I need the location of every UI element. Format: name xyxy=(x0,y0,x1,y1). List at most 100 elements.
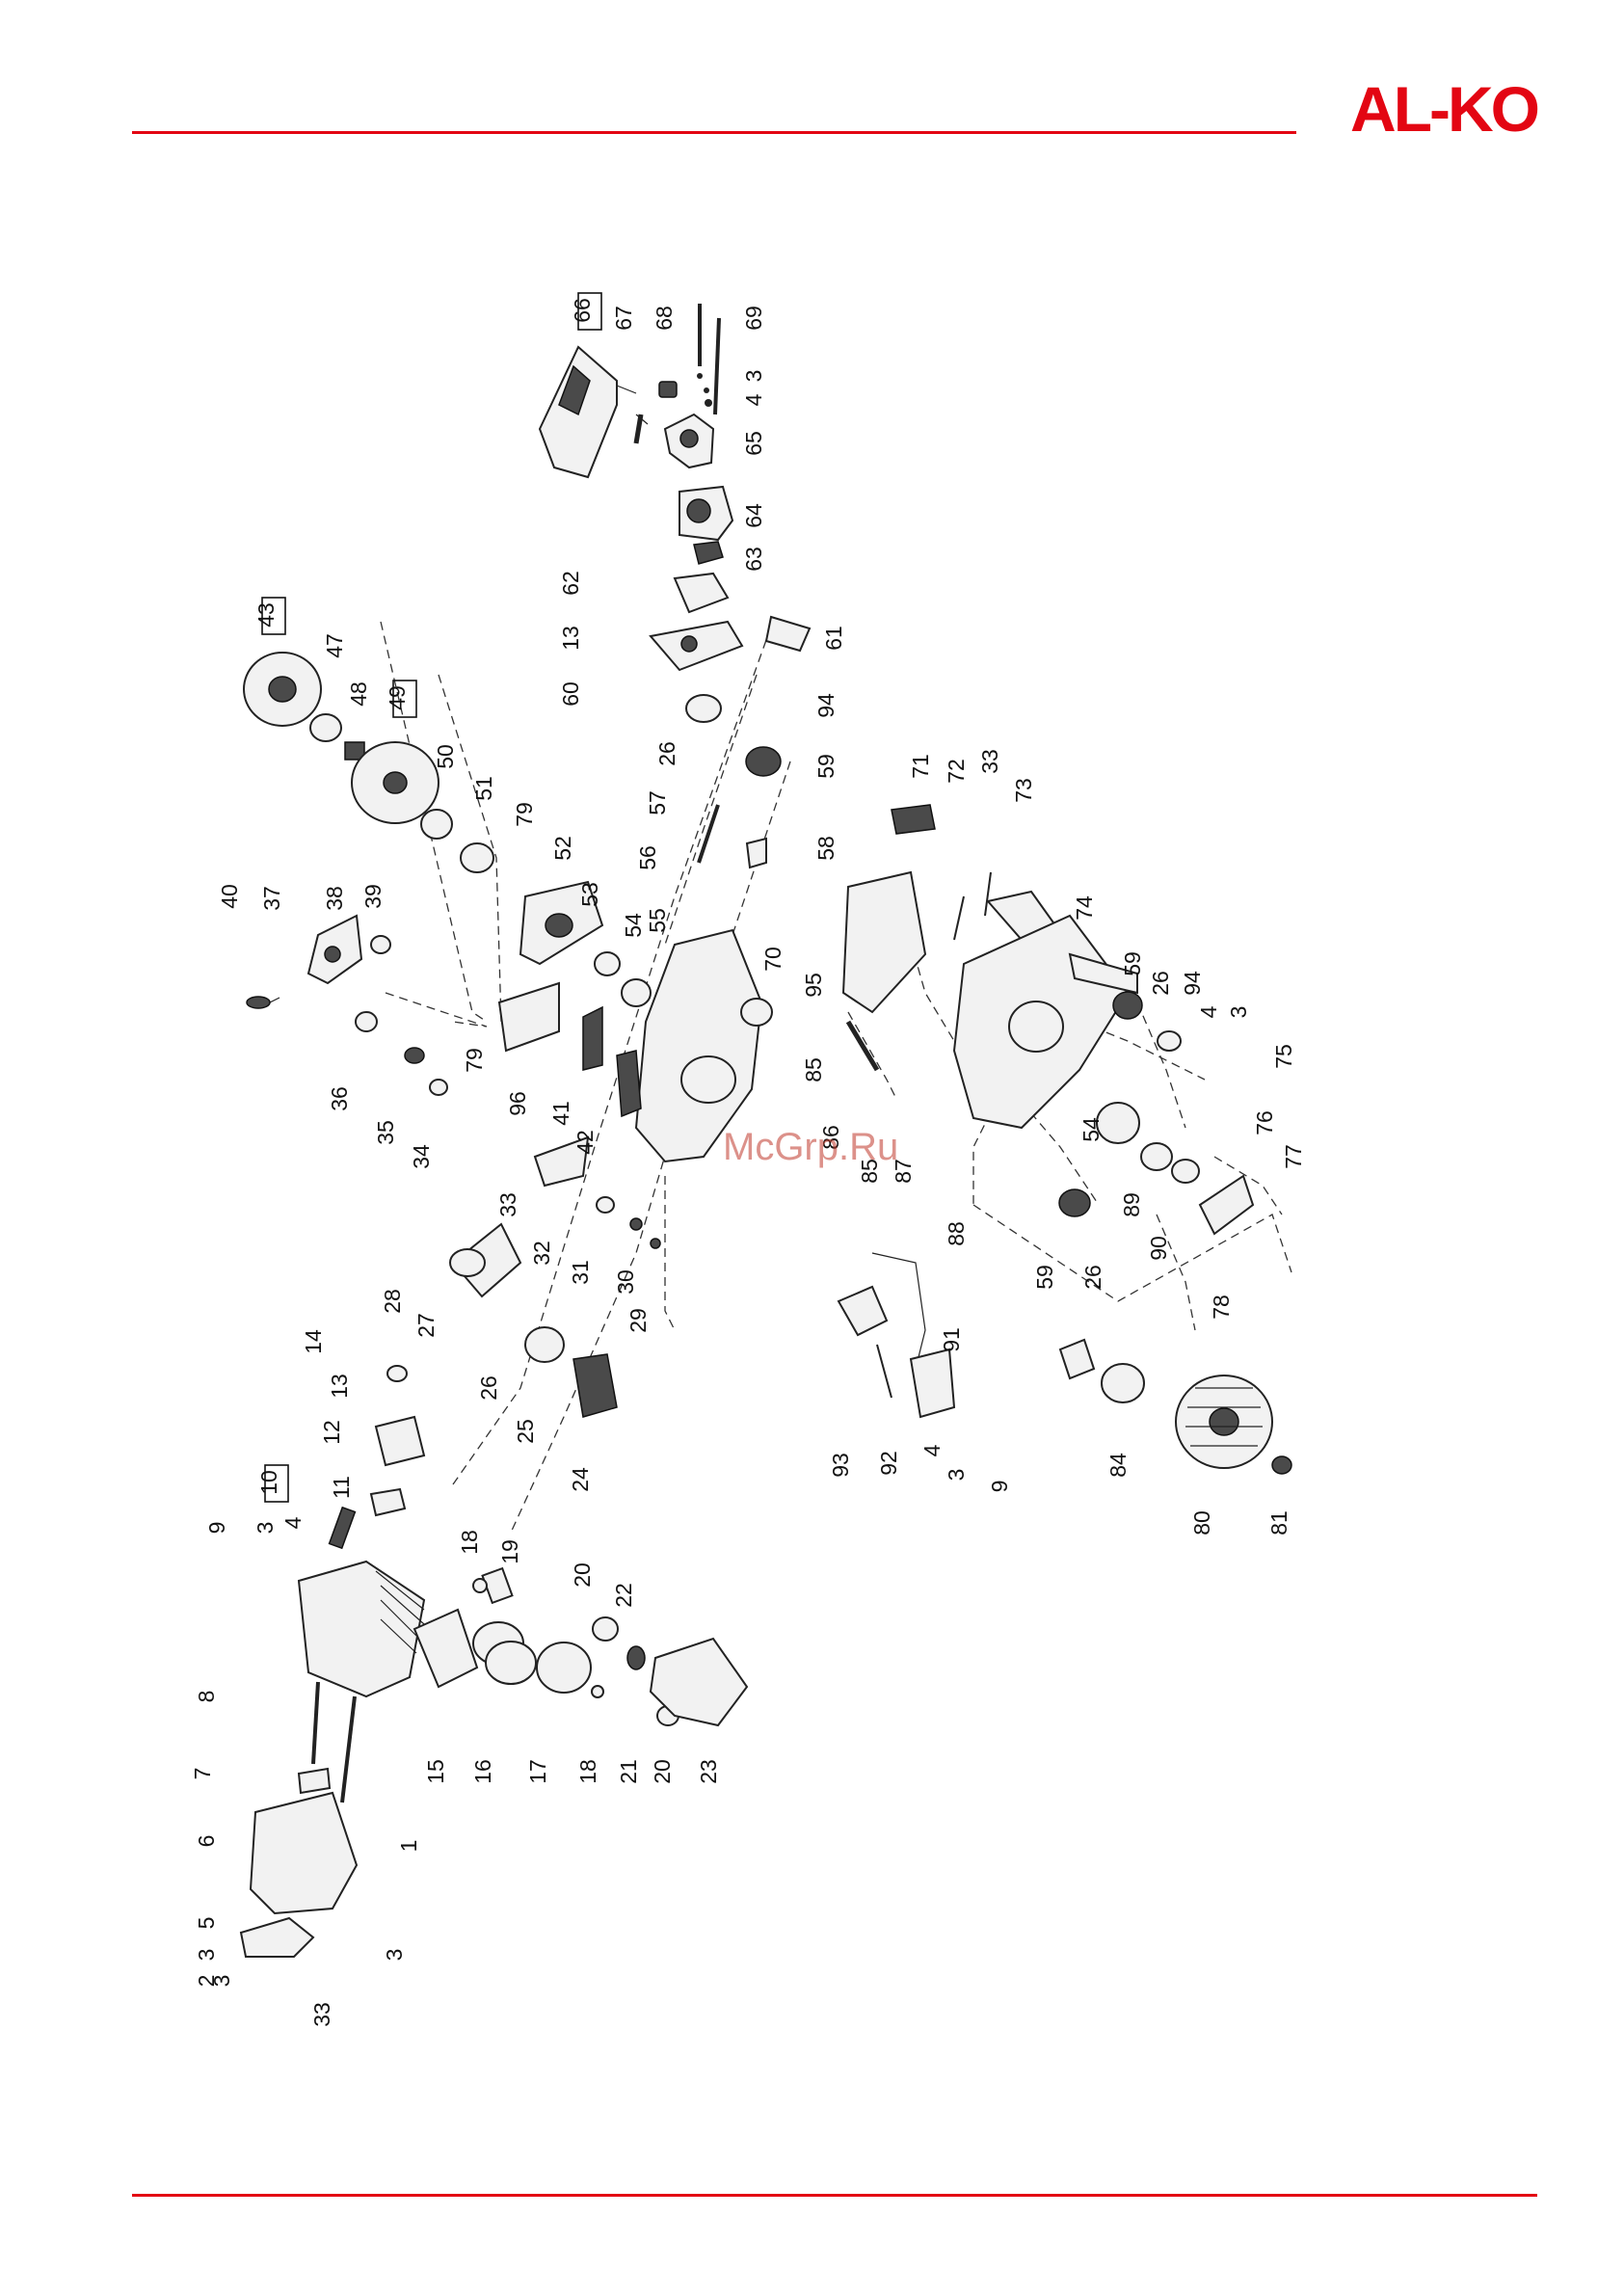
part-label: 62 xyxy=(558,571,583,596)
part-label: 3 xyxy=(741,370,766,383)
part-label: 9 xyxy=(204,1522,229,1535)
part-label: 54 xyxy=(621,913,646,938)
part-label: 20 xyxy=(650,1759,675,1784)
part-label: 60 xyxy=(558,681,583,707)
top-cover xyxy=(249,1791,359,1915)
chain-catcher xyxy=(533,1135,590,1188)
part-label: 50 xyxy=(433,744,458,769)
bellows-boot xyxy=(572,1353,618,1418)
starter-pulley xyxy=(1058,1338,1145,1403)
part-label: 43 xyxy=(253,602,279,627)
bearings-right xyxy=(1058,991,1182,1217)
part-label: 80 xyxy=(1189,1510,1214,1535)
heat-shield xyxy=(673,572,730,614)
part-label: 26 xyxy=(1080,1265,1105,1290)
air-filter-cover xyxy=(538,345,637,479)
cylinder xyxy=(297,1560,426,1698)
part-label: 85 xyxy=(801,1057,826,1082)
part-label: 63 xyxy=(741,547,766,572)
footer-rule xyxy=(132,2194,1537,2197)
part-label: 39 xyxy=(360,884,386,909)
part-label: 94 xyxy=(813,693,839,718)
filter-element xyxy=(658,381,678,398)
part-label: 3 xyxy=(1226,1006,1251,1019)
watermark-text: McGrp.Ru xyxy=(723,1126,899,1168)
part-label: 88 xyxy=(944,1221,969,1246)
part-label: 26 xyxy=(1148,971,1173,996)
springs xyxy=(582,1005,642,1118)
part-label: 18 xyxy=(457,1530,482,1555)
part-label: 4 xyxy=(1196,1005,1221,1018)
gasket-11 xyxy=(369,1487,407,1517)
part-label: 4 xyxy=(280,1516,306,1529)
part-label: 1 xyxy=(396,1840,421,1853)
part-label: 73 xyxy=(1011,778,1036,803)
part-label: 79 xyxy=(512,802,537,827)
part-label: 4 xyxy=(741,393,766,406)
part-label: 25 xyxy=(513,1419,538,1444)
piston-rings xyxy=(472,1621,537,1685)
plate xyxy=(764,615,812,653)
part-label: 58 xyxy=(813,836,839,861)
part-label: 31 xyxy=(568,1260,593,1285)
part-label: 56 xyxy=(635,845,660,870)
part-label: 2 xyxy=(194,1975,219,1988)
part-label: 3 xyxy=(209,1975,234,1988)
part-label: 3 xyxy=(944,1469,969,1482)
needle-bearing xyxy=(344,741,365,761)
part-label: 52 xyxy=(550,836,575,861)
part-label: 24 xyxy=(568,1467,593,1492)
clutch-drum xyxy=(351,741,439,824)
part-label: 9 xyxy=(987,1481,1012,1493)
brand-logo: AL-KO xyxy=(1350,73,1540,145)
gasket xyxy=(693,541,724,565)
circlip xyxy=(1140,1142,1173,1171)
gasket-14 xyxy=(386,1365,408,1382)
part-label: 87 xyxy=(891,1159,916,1184)
part-label: 55 xyxy=(645,908,670,933)
part-label: 3 xyxy=(253,1522,278,1535)
starter-housing xyxy=(952,914,1138,1130)
bearing-51 xyxy=(460,842,494,873)
part-label: 47 xyxy=(322,633,347,658)
part-label: 42 xyxy=(572,1130,598,1155)
oil-pump xyxy=(306,914,363,985)
part-label: 85 xyxy=(857,1159,882,1184)
part-label: 54 xyxy=(1078,1117,1104,1142)
part-label: 5 xyxy=(194,1917,219,1930)
part-label: 48 xyxy=(346,681,371,707)
part-label: 4 xyxy=(919,1444,945,1456)
pin-86 xyxy=(845,1020,880,1072)
part-label: 15 xyxy=(423,1759,448,1784)
part-label: 72 xyxy=(944,759,969,784)
plate-76 xyxy=(1198,1174,1255,1236)
part-label: 86 xyxy=(818,1125,843,1150)
part-label: 49 xyxy=(385,685,410,710)
part-label: 26 xyxy=(476,1375,501,1401)
part-label: 79 xyxy=(462,1048,487,1073)
part-label: 96 xyxy=(505,1091,530,1116)
gasket-7 xyxy=(297,1767,332,1795)
part-label: 84 xyxy=(1105,1453,1131,1478)
gasket-95 xyxy=(841,870,927,1014)
part-label: 90 xyxy=(1146,1236,1171,1261)
part-label: 70 xyxy=(760,947,785,972)
part-label: 30 xyxy=(613,1269,638,1295)
part-label: 13 xyxy=(558,626,583,651)
part-label: 10 xyxy=(256,1470,281,1495)
piston xyxy=(536,1642,592,1694)
part-label: 71 xyxy=(908,754,933,779)
part-label: 33 xyxy=(309,2002,334,2027)
oil-filter-parts xyxy=(355,1011,448,1096)
sprocket-washer xyxy=(420,809,453,840)
flywheel xyxy=(1175,1375,1273,1469)
intake-manifold xyxy=(649,620,744,672)
part-label: 16 xyxy=(470,1759,495,1784)
flange-12 xyxy=(374,1415,426,1467)
long-screws xyxy=(697,304,721,415)
part-label: 64 xyxy=(741,503,766,528)
part-label: 17 xyxy=(525,1759,550,1784)
part-label: 14 xyxy=(301,1329,326,1354)
bolt-57 xyxy=(697,804,720,864)
